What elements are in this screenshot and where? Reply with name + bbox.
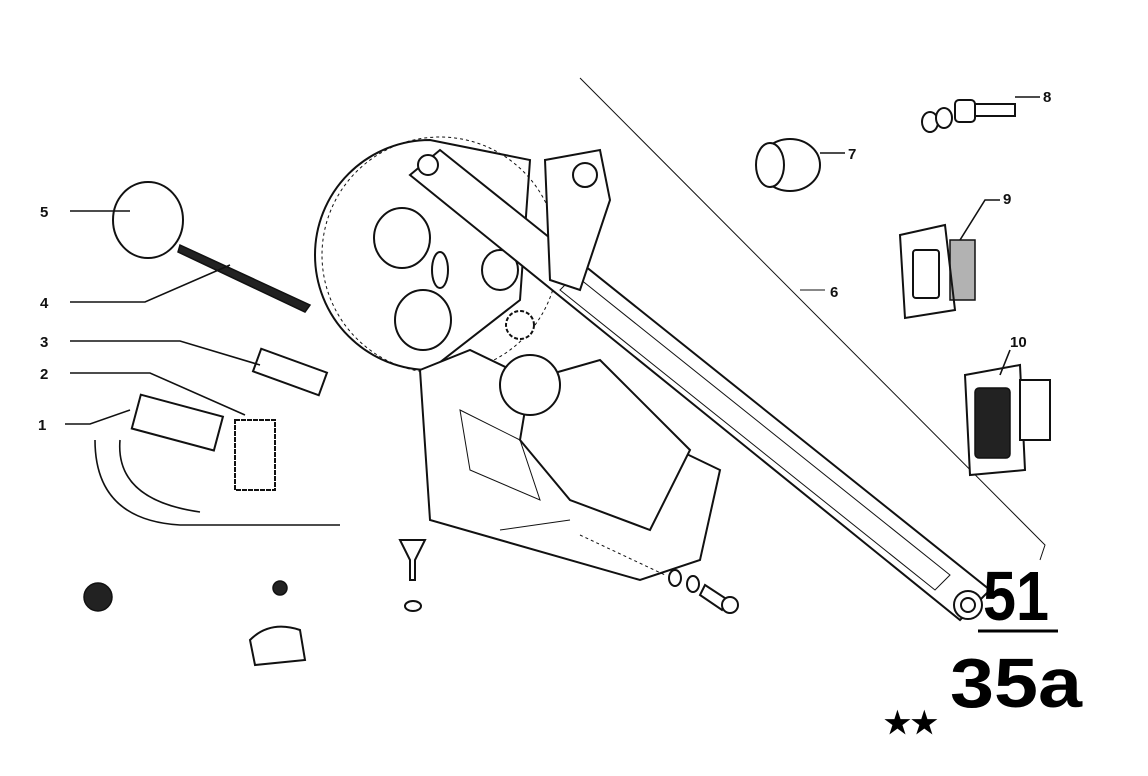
cover-disc [112,181,184,259]
connector-housing [130,393,225,452]
screw [398,539,427,581]
wire-harness [94,439,340,526]
spring-pin [921,99,1016,133]
callout-8: 8 [1043,89,1051,106]
callout-5: 5 [40,204,48,221]
round-connector [755,138,821,192]
callout-3: 3 [40,334,48,351]
callout-10: 10 [1010,334,1027,351]
washers-and-bolt [579,534,739,614]
rocker-switch-single [898,223,976,320]
callout-2: 2 [40,366,48,383]
limit-switch [251,347,329,397]
group-number: 51 [983,557,1049,635]
callout-7: 7 [848,146,856,163]
cable-clip [248,625,307,667]
window-motor [499,354,692,532]
rocker-switch-double [963,363,1051,477]
subgroup-number: 35a [950,644,1083,722]
callout-1: 1 [38,417,46,434]
pinion-gear [505,310,535,340]
star-marker: ★★ [884,707,938,740]
callout-4: 4 [40,295,49,312]
sealing-strip [177,243,312,313]
grommet [83,582,113,612]
relay [234,419,276,491]
callout-6: 6 [830,284,838,301]
callout-9: 9 [1003,191,1011,208]
secondary-arm [543,148,612,292]
